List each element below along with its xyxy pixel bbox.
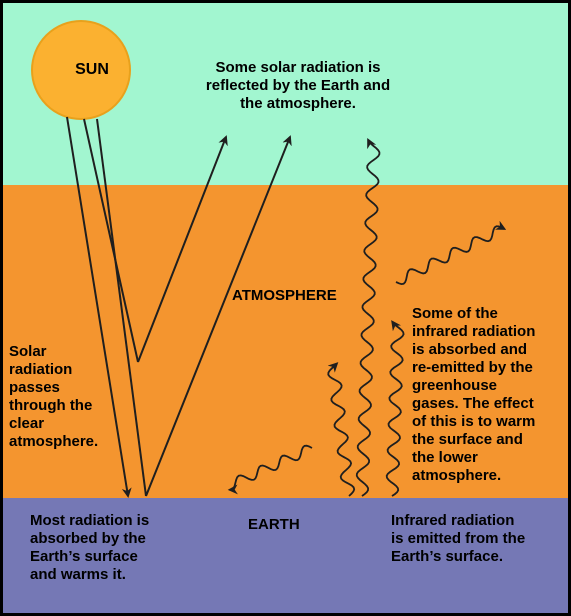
infrared-wave-outgoing xyxy=(395,220,507,286)
earth-region xyxy=(3,498,568,613)
atmosphere-label: ATMOSPHERE xyxy=(232,287,337,304)
solar-ray-2 xyxy=(83,118,139,363)
reflected-ray-surface xyxy=(145,135,292,497)
sun-label: SUN xyxy=(75,61,109,78)
solar-ray-3 xyxy=(96,118,147,497)
reflected-ray-arrows xyxy=(137,135,292,497)
solar-ray-arrows xyxy=(66,116,147,498)
reflected-radiation-caption: Some solar radiation is reflected by the… xyxy=(205,59,391,112)
reflected-ray-atmosphere xyxy=(137,135,228,363)
greenhouse-caption: Some of the infrared radiation is absorb… xyxy=(412,305,536,484)
solar-ray-1 xyxy=(66,116,132,498)
infrared-wave-up-right xyxy=(385,320,405,497)
emitted-caption: Infrared radiation is emitted from the E… xyxy=(391,512,526,565)
solar-passes-caption: Solar radiation passes through the clear… xyxy=(9,343,99,450)
earth-label: EARTH xyxy=(248,516,300,533)
infrared-wave-up xyxy=(327,362,356,497)
infrared-wave-down-left xyxy=(227,444,313,495)
infrared-wave-to-space xyxy=(355,138,381,497)
absorbed-caption: Most radiation is absorbed by the Earth’… xyxy=(30,512,150,583)
sun-icon xyxy=(31,20,131,120)
infrared-wavy-arrows xyxy=(227,138,507,497)
